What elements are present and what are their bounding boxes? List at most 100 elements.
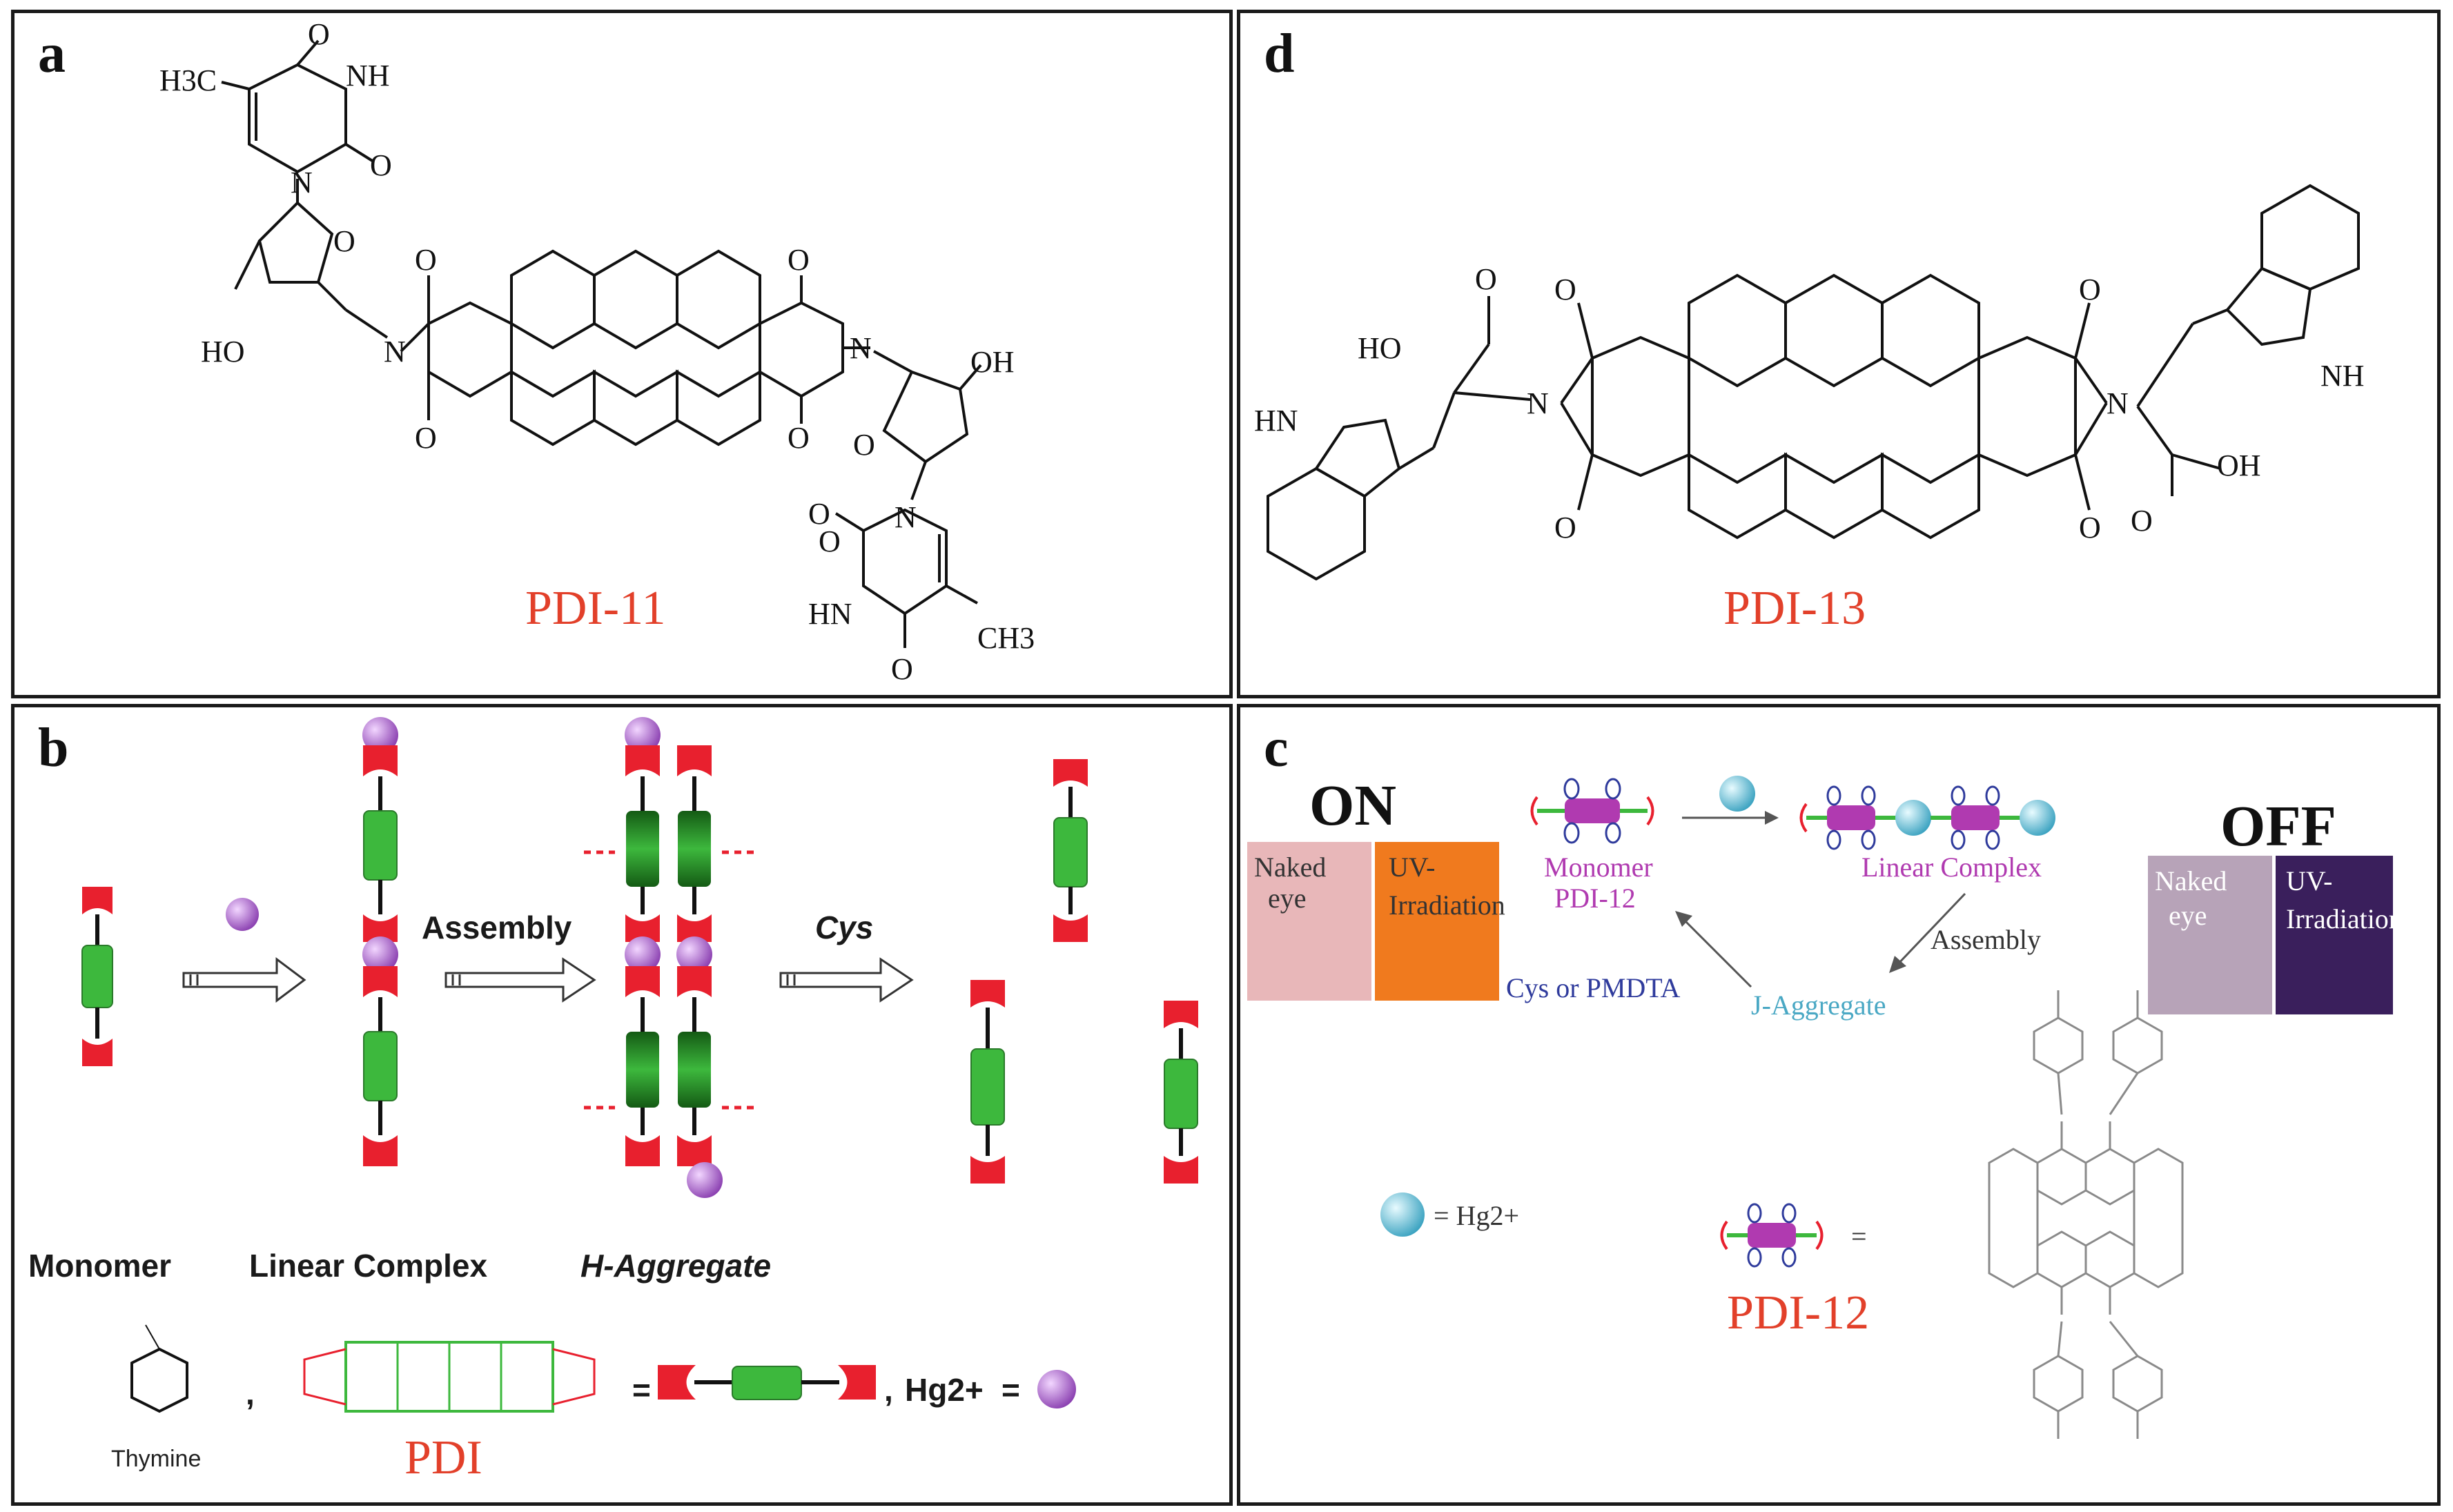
monomer-unit <box>81 887 113 1066</box>
label-hg-legend: = Hg2+ <box>1434 1200 1519 1231</box>
vial-off-text-4: Irradiation <box>2286 903 2403 934</box>
panel-c: c ON OFF Naked eye UV- Irradiation Naked… <box>1237 704 2441 1506</box>
arrow-3 <box>779 957 914 1003</box>
atom-o: O <box>1475 262 1497 296</box>
pdi-13-structure: HN O HO N O O O <box>1254 184 2365 635</box>
atom-h3c: H3C <box>159 63 217 97</box>
compound-label: PDI-13 <box>1723 582 1866 635</box>
atom-o: O <box>819 524 841 558</box>
label-cys-pmdta: Cys or PMDTA <box>1506 972 1680 1003</box>
atom-n: N <box>291 166 313 199</box>
sensing-diagram: ON OFF Naked eye UV- Irradiation Naked e… <box>1247 774 2403 1439</box>
label-linear-complex: Linear Complex <box>1861 852 2042 883</box>
label-assembly: Assembly <box>1931 924 2041 955</box>
vial-uv-on <box>1375 842 1499 1001</box>
caption-monomer: Monomer <box>28 1248 171 1284</box>
atom-ho: HO <box>201 335 245 369</box>
atom-n: N <box>1527 386 1549 420</box>
panel-label: c <box>1264 718 1289 778</box>
panel-label: a <box>38 23 66 84</box>
atom-o: O <box>415 421 437 455</box>
h-aggregate <box>584 717 756 1198</box>
panel-d: d HN O HO N <box>1237 10 2441 698</box>
indole-left <box>1267 392 1456 581</box>
atom-hn: HN <box>808 597 852 631</box>
pdi-11-structure: H3C NH O O N O HO <box>159 17 1035 686</box>
atom-o-ring: O <box>853 428 875 462</box>
atom-o: O <box>308 17 330 51</box>
hg-ion <box>1719 776 1755 812</box>
legend-equals-2: = <box>1001 1372 1020 1408</box>
atom-o: O <box>1554 273 1576 306</box>
released-monomer-1 <box>1053 759 1088 942</box>
atom-n: N <box>850 331 872 365</box>
atom-nh: NH <box>346 59 390 92</box>
assembly-diagram: Assembly <box>28 717 1198 1484</box>
atom-n: N <box>895 500 917 534</box>
vial-off-text-2: eye <box>2169 900 2207 931</box>
panel-label: d <box>1264 23 1295 84</box>
vial-on-text-3: UV- <box>1389 852 1435 883</box>
atom-oh: OH <box>970 345 1015 379</box>
label-monomer-id: PDI-12 <box>1554 883 1636 914</box>
linear-complex <box>362 717 398 1166</box>
vial-on-text-4: Irradiation <box>1389 890 1505 921</box>
atom-ch3: CH3 <box>977 621 1035 655</box>
label-off: OFF <box>2220 794 2336 858</box>
arrow-return <box>1681 916 1752 988</box>
pdi-icon <box>303 1341 596 1413</box>
vial-off-text-3: UV- <box>2286 865 2332 896</box>
indole-right <box>2192 184 2360 346</box>
vial-on-text-2: eye <box>1268 883 1307 914</box>
pdi-12-symbol <box>1720 1203 1824 1268</box>
atom-o: O <box>2079 273 2101 306</box>
arrow-2 <box>444 957 596 1003</box>
vial-naked-eye-off <box>2148 856 2272 1014</box>
legend-comma: , <box>246 1375 255 1411</box>
released-monomer-2 <box>970 980 1005 1184</box>
legend-comma-2: , <box>884 1372 893 1408</box>
atom-o: O <box>891 652 913 686</box>
atom-n: N <box>2107 386 2129 420</box>
arrow-1 <box>182 957 306 1003</box>
atom-o: O <box>2079 511 2101 544</box>
atom-o: O <box>2131 504 2153 538</box>
vial-naked-eye-on <box>1247 842 1371 1001</box>
vial-uv-off <box>2276 856 2393 1014</box>
thymine-top <box>221 39 375 174</box>
released-monomer-3 <box>1164 1001 1198 1184</box>
panel-a: a H3C NH O O N O HO <box>11 10 1233 698</box>
pdi-12-structure <box>1988 990 2184 1439</box>
compound-label: PDI-11 <box>525 582 666 635</box>
atom-nh: NH <box>2320 359 2365 393</box>
thymine-icon <box>130 1324 188 1413</box>
pdi-symbol <box>658 1365 876 1400</box>
sugar-bottom <box>873 350 982 500</box>
label-monomer: Monomer <box>1544 852 1653 883</box>
label-on: ON <box>1309 774 1396 838</box>
atom-o: O <box>788 421 810 455</box>
thymine-bottom <box>834 508 978 648</box>
atom-o: O <box>1554 511 1576 544</box>
arrow-assembly <box>1895 892 1966 968</box>
acid-right <box>2136 322 2221 496</box>
label-equals: = <box>1851 1221 1867 1252</box>
legend-equals: = <box>632 1372 651 1408</box>
hg-legend-ion <box>1380 1192 1425 1237</box>
atom-o: O <box>788 243 810 277</box>
arrow-label-assembly: Assembly <box>422 910 572 945</box>
legend-pdi: PDI <box>404 1431 482 1484</box>
hg-ion <box>226 898 259 931</box>
atom-ho: HO <box>1358 331 1402 365</box>
hg-legend-ion <box>1037 1370 1076 1408</box>
atom-oh: OH <box>2217 449 2261 482</box>
perylene-core-d <box>1560 273 2108 540</box>
acid-left <box>1453 296 1531 401</box>
atom-o-ring: O <box>333 224 355 258</box>
caption-linear-complex: Linear Complex <box>249 1248 488 1284</box>
perylene-core-a <box>400 249 870 446</box>
vial-off-text-1: Naked <box>2155 865 2227 896</box>
atom-o: O <box>370 148 392 182</box>
arrow-label-cys: Cys <box>815 910 873 945</box>
compound-label: PDI-12 <box>1727 1286 1869 1339</box>
